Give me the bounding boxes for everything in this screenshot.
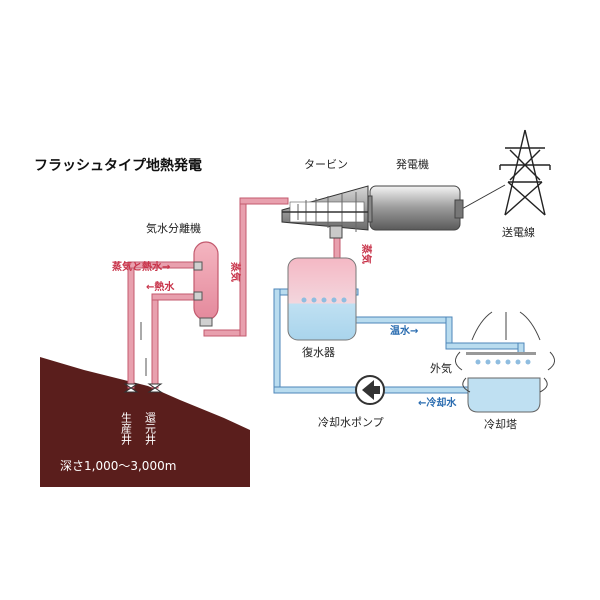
hot-water-label: ←熱水 (146, 280, 175, 293)
condenser-vessel-icon (287, 257, 357, 341)
depth-label: 深さ1,000〜3,000m (60, 459, 176, 473)
diagram-title: フラッシュタイプ地熱発電 (34, 157, 202, 174)
cooling-pump-icon (355, 375, 385, 405)
steam-label-separator: 蒸気 (229, 262, 242, 282)
flow-arrows (140, 322, 147, 376)
steam-and-hot-water-label: 蒸気と熱水→ (112, 260, 170, 273)
turbine-icon (281, 185, 369, 239)
separator-vessel-icon (193, 241, 219, 327)
transmission-label: 送電線 (502, 225, 535, 239)
steam-label-turbine: 蒸気 (360, 244, 373, 264)
transmission-tower-icon (499, 129, 551, 216)
cooling-pump-label: 冷却水ポンプ (318, 416, 384, 429)
cooling-tower-label: 冷却塔 (484, 418, 517, 431)
cooling-water-label: ←冷却水 (418, 396, 457, 409)
power-line (459, 184, 506, 211)
turbine-label: タービン (304, 158, 348, 171)
steam-pipes (127, 197, 341, 389)
production-well-label: 生産井 (120, 411, 133, 446)
condenser-label: 復水器 (302, 346, 335, 359)
separator-label: 気水分離機 (146, 221, 201, 235)
outside-air-label: 外気 (430, 361, 452, 375)
generator-label: 発電機 (396, 157, 429, 171)
generator-icon (361, 185, 464, 231)
injection-well-label: 還元井 (144, 412, 157, 446)
ground (40, 357, 250, 487)
cooling-tower-icon (455, 311, 555, 413)
warm-water-label: 温水→ (390, 324, 418, 337)
valve-icons (123, 383, 163, 393)
